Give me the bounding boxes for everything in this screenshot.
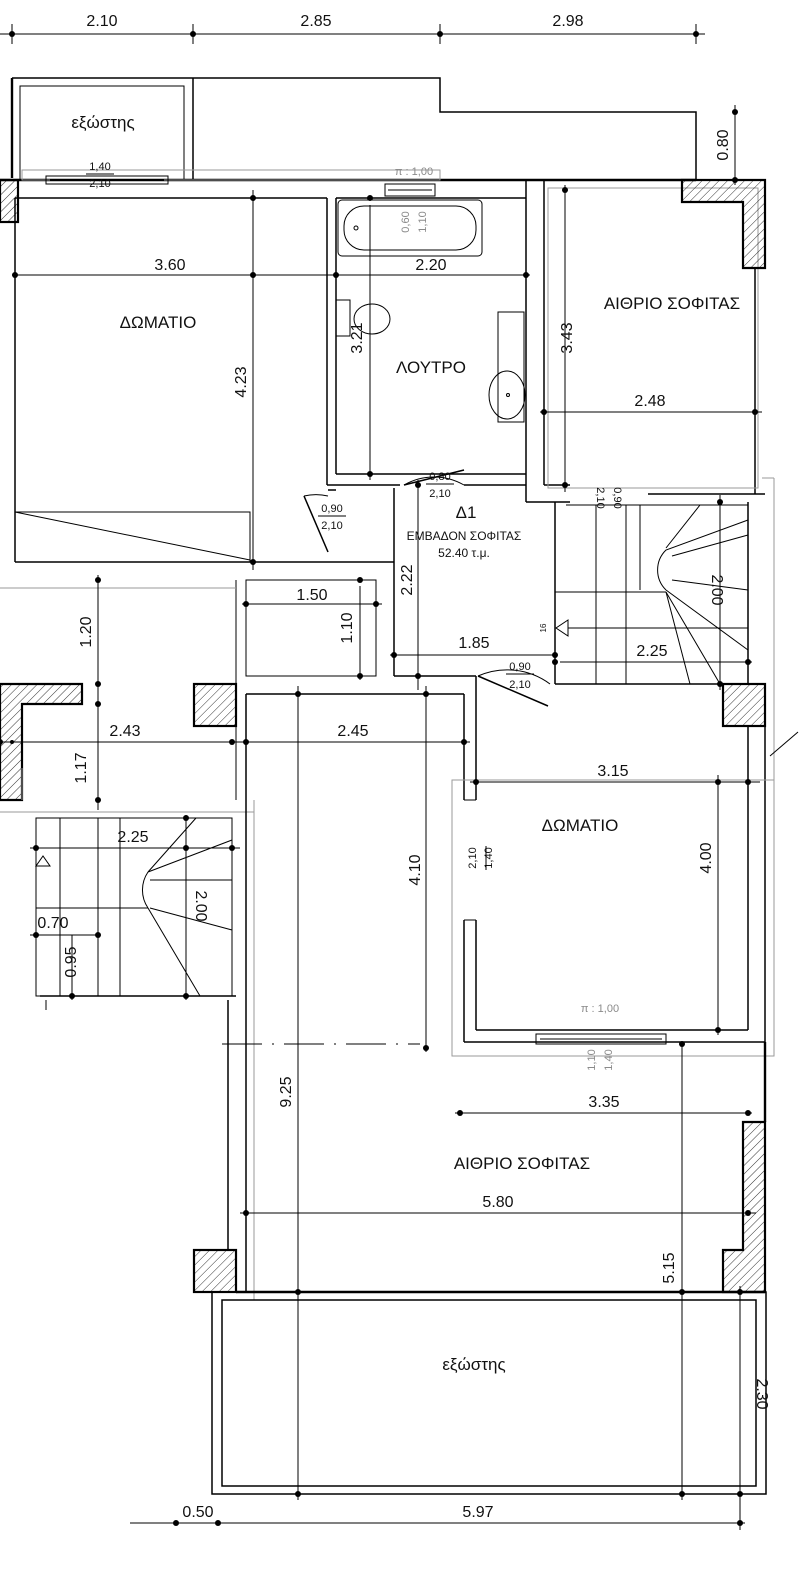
central-walls: [0, 488, 765, 1300]
dim-2-25-stair-upper: 2.25: [636, 643, 667, 660]
stair-step-mark: 16: [539, 623, 548, 632]
window2-b: 1,10: [586, 1049, 598, 1070]
dim-5-80: 5.80: [482, 1194, 513, 1211]
dim-top-2-85: 2.85: [300, 13, 331, 30]
door1-height: 2,10: [429, 488, 450, 500]
door3-b: 2,10: [594, 487, 606, 508]
label-atrium-bottom: ΑΙΘΡΙΟ ΣΟΦΙΤΑΣ: [454, 1154, 590, 1173]
sill-height-bottom: π : 1,00: [581, 1003, 619, 1015]
dim-2-22: 2.22: [399, 564, 416, 595]
dim-3-43: 3.43: [559, 322, 576, 353]
dim-2-20: 2.20: [415, 257, 446, 274]
window1-height: 2,10: [89, 178, 110, 190]
dim-4-00: 4.00: [698, 842, 715, 873]
dim-3-21: 3.21: [349, 322, 366, 353]
section-mark-line: [769, 731, 799, 757]
window2-a: 1,40: [603, 1049, 615, 1070]
window-top-left: [45, 175, 169, 185]
window-room-right: [535, 1033, 667, 1045]
dim-2-25-stair-lower: 2.25: [117, 829, 148, 846]
door5-b: 2,10: [467, 847, 479, 868]
dim-2-45: 2.45: [337, 723, 368, 740]
bathtub: [337, 199, 483, 257]
dim-top-2-98: 2.98: [552, 13, 583, 30]
dim-5-97: 5.97: [462, 1504, 493, 1521]
sill-height-top: π : 1,00: [395, 166, 433, 178]
dim-1-17: 1.17: [73, 752, 90, 783]
window1-width: 1,40: [89, 161, 110, 173]
bath-window-a: 0,60: [400, 211, 412, 232]
label-balcony-top: εξώστης: [71, 113, 134, 132]
door5-a: 1,40: [483, 847, 495, 868]
dim-1-20: 1.20: [78, 616, 95, 647]
dim-3-35: 3.35: [588, 1094, 619, 1111]
center-area-label: ΕΜΒΑΔΟΝ ΣΟΦΙΤΑΣ: [407, 529, 522, 543]
door2-width: 0,90: [321, 503, 342, 515]
room-right-walls: [245, 676, 775, 1292]
dim-9-25: 9.25: [278, 1076, 295, 1107]
toilet: [335, 299, 391, 337]
label-room-right: ΔΩΜΑΤΙΟ: [542, 816, 619, 835]
washbasin: [488, 311, 526, 423]
door4-height: 2,10: [509, 679, 530, 691]
dim-1-50: 1.50: [296, 587, 327, 604]
dim-2-00-stair-lower: 2.00: [192, 890, 209, 921]
dim-2-30: 2.30: [753, 1378, 770, 1409]
dim-0-70: 0.70: [37, 915, 68, 932]
label-room-left: ΔΩΜΑΤΙΟ: [120, 313, 197, 332]
dim-0-80: 0.80: [715, 129, 732, 160]
dim-4-10: 4.10: [407, 854, 424, 885]
dim-0-95: 0.95: [63, 946, 80, 977]
lower-walls: [40, 995, 767, 1495]
dim-2-48: 2.48: [634, 393, 665, 410]
dim-3-60: 3.60: [154, 257, 185, 274]
bath-window-b: 1,10: [417, 211, 429, 232]
interior-dimension-lines: [0, 105, 762, 1530]
dim-1-85: 1.85: [458, 635, 489, 652]
dim-top-2-10: 2.10: [86, 13, 117, 30]
door1-width: 0,80: [429, 471, 450, 483]
stair-upper: [555, 504, 749, 685]
label-atrium-right: ΑΙΘΡΙΟ ΣΟΦΙΤΑΣ: [604, 294, 740, 313]
label-balcony-bottom: εξώστης: [442, 1355, 505, 1374]
dim-5-15: 5.15: [661, 1252, 678, 1283]
door3-a: 0,90: [611, 487, 623, 508]
window-bath: [384, 183, 436, 197]
door-bath: [403, 469, 465, 486]
upper-walls: [0, 77, 775, 1055]
label-bath: ΛΟΥΤΡΟ: [396, 358, 466, 377]
dim-3-15: 3.15: [597, 763, 628, 780]
door-room-left: [303, 489, 336, 553]
dim-2-43: 2.43: [109, 723, 140, 740]
dim-1-10: 1.10: [339, 612, 356, 643]
door2-height: 2,10: [321, 520, 342, 532]
door-corridor: [477, 669, 551, 707]
dim-4-23: 4.23: [233, 366, 250, 397]
center-area-value: 52.40 τ.μ.: [438, 546, 490, 560]
hatched-columns: [0, 178, 767, 1294]
center-code: Δ1: [456, 503, 477, 522]
dimension-ticks: [0, 109, 758, 1526]
top-dimension-line: [0, 24, 705, 44]
door4-width: 0,90: [509, 661, 530, 673]
dim-0-50: 0.50: [182, 1504, 213, 1521]
dim-2-00-stair-upper: 2.00: [708, 574, 725, 605]
